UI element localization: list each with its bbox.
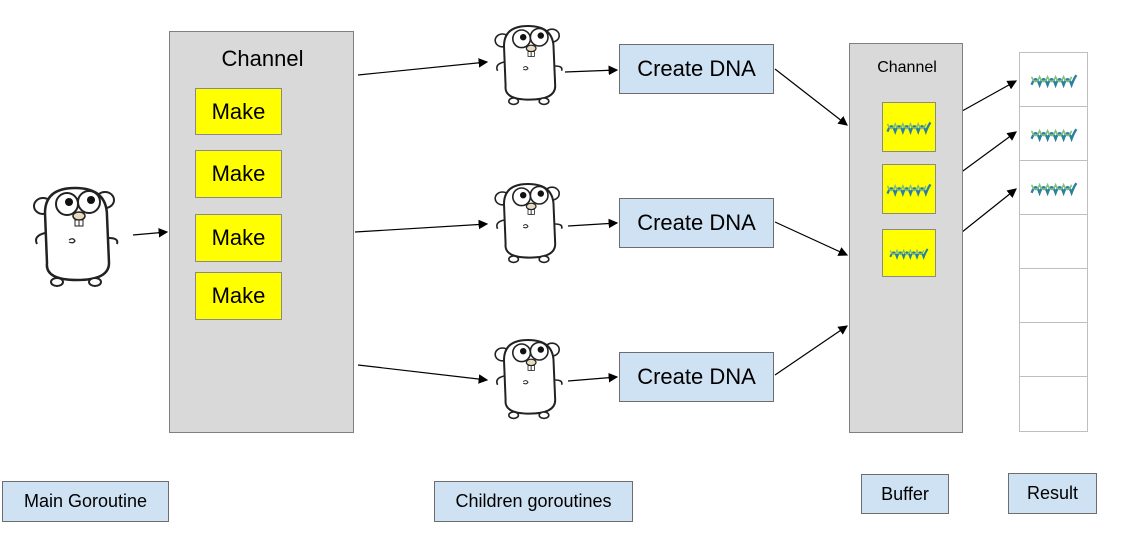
make-item: Make <box>195 150 282 198</box>
dna-icon <box>886 181 932 197</box>
dna-icon <box>1028 180 1080 196</box>
main-channel: Channel Make Make Make Make <box>169 31 354 433</box>
dna-icon <box>886 119 932 135</box>
make-item: Make <box>195 272 282 320</box>
arrow-gopher-3-to-dna <box>567 372 619 383</box>
dna-icon <box>889 246 929 260</box>
arrow-channel-to-gopher-3 <box>357 364 489 384</box>
result-cell <box>1020 161 1087 215</box>
buffer-item <box>882 164 936 214</box>
worker-gopher-icon <box>488 166 568 274</box>
dna-icon <box>1028 126 1080 142</box>
arrow-dna-3-to-buffer <box>774 325 848 376</box>
children-goroutines-label: Children goroutines <box>434 481 633 522</box>
main-channel-title: Channel <box>221 46 304 71</box>
arrow-gopher-2-to-dna <box>567 218 619 229</box>
result-cell <box>1020 53 1087 107</box>
arrow-channel-to-gopher-2 <box>354 219 489 233</box>
buffer-channel-title: Channel <box>877 59 937 76</box>
result-cell <box>1020 377 1087 431</box>
make-item: Make <box>195 214 282 262</box>
arrow-dna-1-to-buffer <box>774 68 848 126</box>
arrow-channel-to-gopher-1 <box>357 58 489 76</box>
main-goroutine-label: Main Goroutine <box>2 481 169 522</box>
arrow-main-to-channel <box>132 227 169 238</box>
result-cell <box>1020 323 1087 377</box>
buffer-item <box>882 229 936 277</box>
result-label: Result <box>1008 473 1097 514</box>
dna-icon <box>1028 72 1080 88</box>
arrow-dna-2-to-buffer <box>774 221 849 256</box>
result-cell <box>1020 107 1087 161</box>
create-dna-box: Create DNA <box>619 352 774 402</box>
arrow-gopher-1-to-dna <box>564 65 619 76</box>
buffer-label: Buffer <box>861 474 949 514</box>
buffer-channel: Channel <box>849 43 963 433</box>
make-item: Make <box>195 88 282 135</box>
buffer-item <box>882 102 936 152</box>
create-dna-box: Create DNA <box>619 44 774 94</box>
create-dna-box: Create DNA <box>619 198 774 248</box>
result-cell <box>1020 269 1087 323</box>
worker-gopher-icon <box>488 8 568 116</box>
result-column <box>1019 52 1088 432</box>
result-cell <box>1020 215 1087 269</box>
main-gopher-icon <box>25 178 125 288</box>
worker-gopher-icon <box>488 322 568 430</box>
